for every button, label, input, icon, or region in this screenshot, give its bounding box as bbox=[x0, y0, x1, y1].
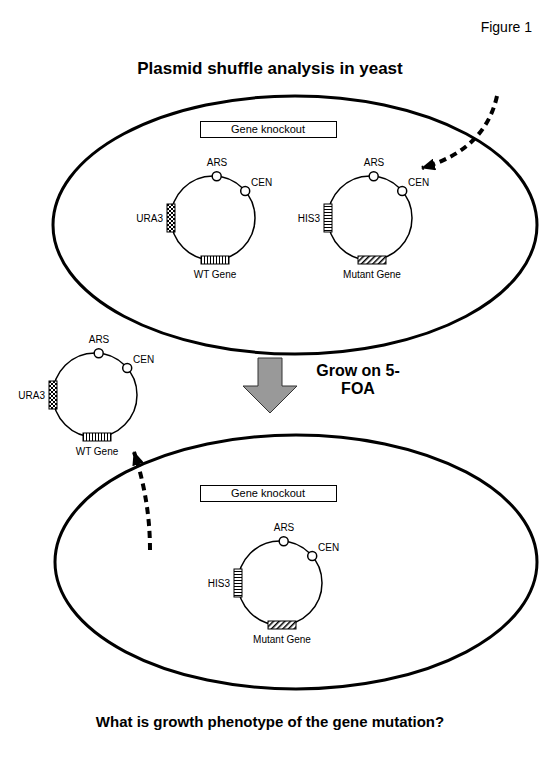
gene-insert bbox=[201, 256, 229, 264]
gene-insert bbox=[268, 621, 296, 629]
selection-marker bbox=[167, 204, 175, 232]
plasmid: ARS CEN HIS3Mutant Gene bbox=[280, 152, 460, 292]
plasmid-backbone bbox=[328, 176, 412, 260]
ars-element bbox=[369, 172, 378, 181]
yeast-cell bbox=[53, 96, 537, 354]
plasmid-loss-arrow bbox=[134, 452, 150, 550]
plasmid-feature-label: Mutant Gene bbox=[343, 269, 401, 280]
gene-locus-label: Gene knockout bbox=[209, 487, 328, 500]
selection-marker bbox=[49, 381, 57, 409]
process-arrow bbox=[243, 358, 297, 413]
gene-locus-box: Gene knockout bbox=[200, 121, 337, 138]
plasmid-feature-label: ARS bbox=[89, 334, 110, 345]
plasmid-feature-label: CEN bbox=[251, 177, 272, 188]
selection-marker bbox=[324, 204, 332, 232]
cen-element bbox=[123, 364, 132, 373]
plasmid-feature-label: ARS bbox=[274, 522, 295, 533]
step-label: Grow on 5-FOA bbox=[310, 362, 406, 399]
plasmid-feature-label: ARS bbox=[364, 157, 385, 168]
figure-question: What is growth phenotype of the gene mut… bbox=[0, 713, 540, 730]
plasmid-feature-label: HIS3 bbox=[298, 213, 320, 224]
gene-locus-box: Gene knockout bbox=[200, 485, 337, 502]
ars-element bbox=[212, 172, 221, 181]
plasmid-feature-label: Mutant Gene bbox=[253, 634, 311, 645]
gene-locus-label: Gene knockout bbox=[209, 123, 328, 136]
plasmid: ARS CEN URA3 WT Gene bbox=[123, 152, 303, 292]
yeast-cell bbox=[55, 435, 537, 689]
transformation-arrow bbox=[422, 96, 497, 168]
plasmid-feature-label: CEN bbox=[318, 542, 339, 553]
plasmid: ARS CEN HIS3Mutant Gene bbox=[190, 517, 370, 657]
selection-marker bbox=[234, 569, 242, 597]
ars-element bbox=[94, 349, 103, 358]
figure-number: Figure 1 bbox=[481, 19, 532, 35]
figure-title: Plasmid shuffle analysis in yeast bbox=[0, 59, 540, 79]
plasmid-feature-label: ARS bbox=[207, 157, 228, 168]
plasmid-feature-label: CEN bbox=[133, 354, 154, 365]
plasmid: ARS CEN URA3 WT Gene bbox=[5, 329, 185, 469]
gene-insert bbox=[358, 256, 386, 264]
plasmid-feature-label: HIS3 bbox=[208, 578, 230, 589]
plasmid-feature-label: URA3 bbox=[136, 213, 163, 224]
cen-element bbox=[308, 552, 317, 561]
plasmid-backbone bbox=[238, 541, 322, 625]
plasmid-backbone bbox=[171, 176, 255, 260]
plasmid-feature-label: CEN bbox=[408, 177, 429, 188]
plasmid-feature-label: WT Gene bbox=[76, 446, 119, 457]
plasmid-backbone bbox=[53, 353, 137, 437]
cen-element bbox=[398, 187, 407, 196]
plasmid-feature-label: URA3 bbox=[18, 390, 45, 401]
plasmid-feature-label: WT Gene bbox=[194, 269, 237, 280]
cen-element bbox=[241, 187, 250, 196]
gene-insert bbox=[83, 433, 111, 441]
ars-element bbox=[279, 537, 288, 546]
